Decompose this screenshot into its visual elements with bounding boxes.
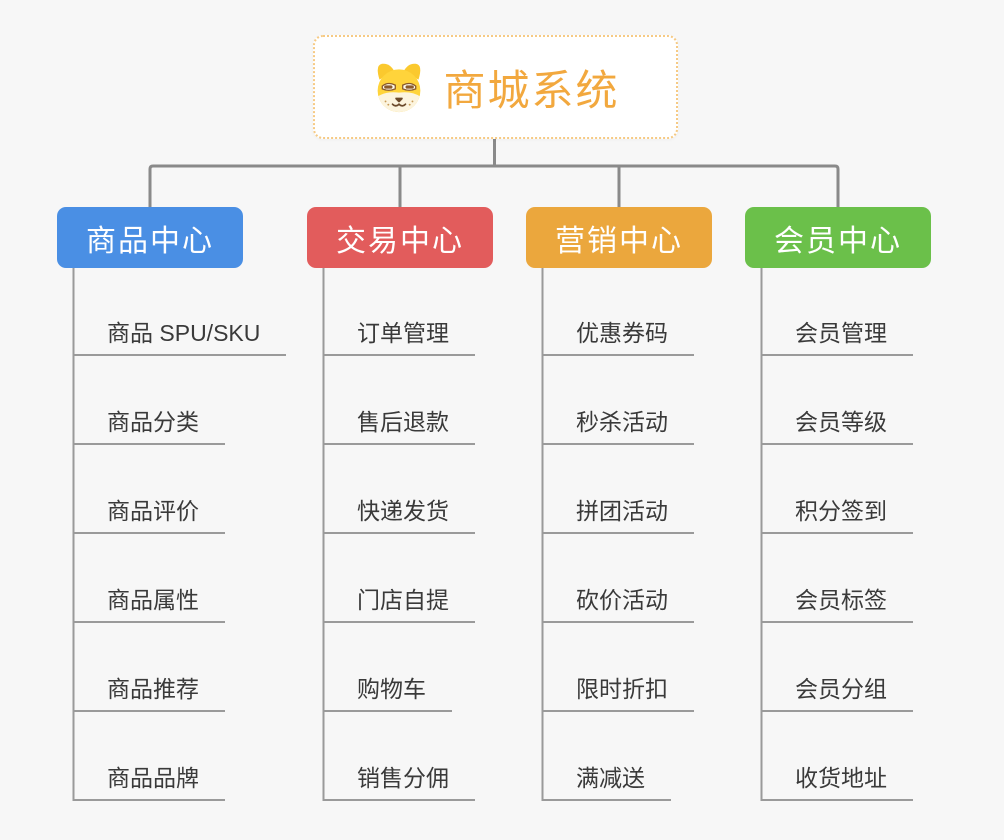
topic-item[interactable]: 会员标签 bbox=[761, 587, 913, 623]
dog-face-icon bbox=[378, 63, 421, 113]
topic-item[interactable]: 门店自提 bbox=[323, 587, 475, 623]
topic-item[interactable]: 快递发货 bbox=[323, 498, 475, 534]
topic-item[interactable]: 商品分类 bbox=[73, 409, 225, 445]
branch-header-marketing-center[interactable]: 营销中心 bbox=[526, 207, 712, 268]
branch-header-trade-center[interactable]: 交易中心 bbox=[307, 207, 493, 268]
branch-header-product-center[interactable]: 商品中心 bbox=[57, 207, 243, 268]
topic-item[interactable]: 砍价活动 bbox=[542, 587, 694, 623]
topic-item[interactable]: 订单管理 bbox=[323, 320, 475, 356]
topic-item[interactable]: 会员分组 bbox=[761, 676, 913, 712]
topic-item[interactable]: 售后退款 bbox=[323, 409, 475, 445]
topic-item[interactable]: 商品推荐 bbox=[73, 676, 225, 712]
topic-item[interactable]: 秒杀活动 bbox=[542, 409, 694, 445]
topic-item[interactable]: 商品 SPU/SKU bbox=[73, 320, 287, 356]
topic-item[interactable]: 积分签到 bbox=[761, 498, 913, 534]
topic-item[interactable]: 满减送 bbox=[542, 765, 671, 801]
topic-item[interactable]: 商品属性 bbox=[73, 587, 225, 623]
topic-item[interactable]: 优惠券码 bbox=[542, 320, 694, 356]
root-title: 商城系统 bbox=[443, 66, 620, 114]
topic-item[interactable]: 商品评价 bbox=[73, 498, 225, 534]
branch-header-member-center[interactable]: 会员中心 bbox=[745, 207, 931, 268]
topic-item[interactable]: 销售分佣 bbox=[323, 765, 475, 801]
topic-item[interactable]: 拼团活动 bbox=[542, 498, 694, 534]
topic-item[interactable]: 商品品牌 bbox=[73, 765, 225, 801]
branch-connector-path bbox=[148, 139, 840, 207]
topic-item[interactable]: 限时折扣 bbox=[542, 676, 694, 712]
topic-item[interactable]: 会员等级 bbox=[761, 409, 913, 445]
topic-item[interactable]: 收货地址 bbox=[761, 765, 913, 801]
topic-item[interactable]: 购物车 bbox=[323, 676, 452, 712]
root-node[interactable]: 商城系统 bbox=[313, 35, 678, 139]
topic-item[interactable]: 会员管理 bbox=[761, 320, 913, 356]
